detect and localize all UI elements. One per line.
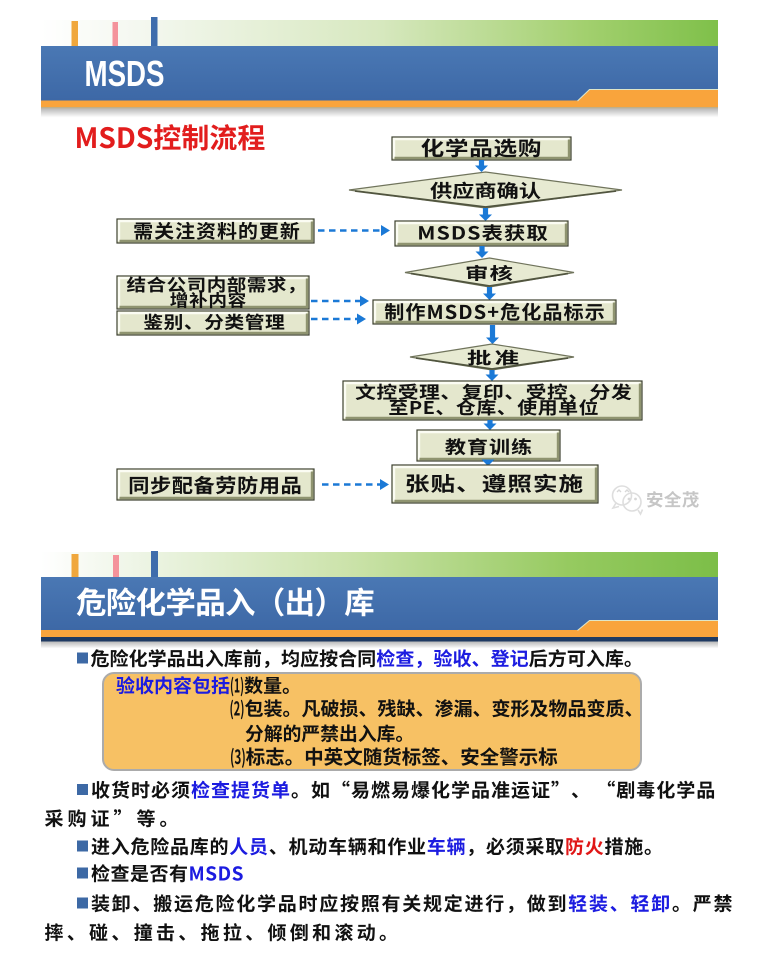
svg-text:MSDS: MSDS (85, 53, 165, 94)
